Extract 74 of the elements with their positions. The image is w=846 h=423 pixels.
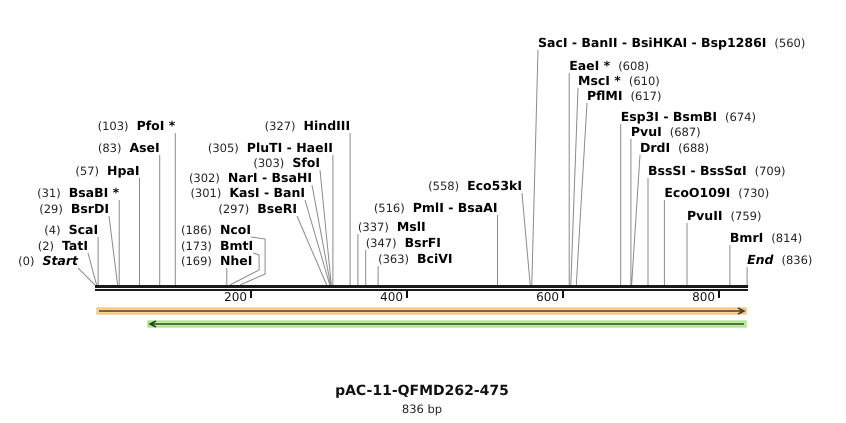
cut-site-label: EaeI * (608) (569, 58, 650, 73)
leader-line (630, 138, 632, 286)
leader-line (304, 200, 330, 286)
cut-site-label: (186) NcoI (181, 222, 252, 237)
leader-line (174, 132, 176, 286)
leader-line (531, 50, 538, 286)
sequence-start-label: (0) Start (18, 253, 78, 268)
leader-line (296, 216, 328, 286)
cut-site-label: (302) NarI - BsaHI (188, 170, 312, 185)
cut-site-label: MscI * (610) (578, 73, 660, 88)
leader-line (320, 170, 332, 286)
leader-line (159, 154, 160, 286)
cut-site-label: BssSI - BssSαI (709) (648, 163, 786, 178)
leader-line (576, 102, 588, 286)
leader-line (664, 200, 665, 286)
cut-site-label: PvuII (759) (687, 208, 762, 223)
leader-line (98, 236, 99, 286)
dna-backbone (95, 285, 748, 291)
cut-site-label: (347) BsrFI (366, 235, 441, 250)
leader-line (631, 154, 640, 286)
cut-site-label: (29) BsrDI (39, 201, 109, 216)
cut-site-label: (303) SfoI (253, 155, 320, 170)
leader-line (746, 266, 748, 286)
cut-site-label: PflMI (617) (587, 88, 662, 103)
tick-label: 400 (380, 290, 403, 304)
leader-line (88, 252, 98, 286)
cut-site-label: (558) Eco53kI (428, 178, 522, 193)
leader-line (570, 88, 578, 286)
cut-site-label: (516) PmlI - BsaAI (374, 200, 498, 215)
leader-line (78, 268, 96, 286)
cut-site-label: EcoO109I (730) (664, 185, 770, 200)
leader-line (620, 124, 622, 286)
cut-site-label: (2) TatI (38, 238, 88, 253)
leader-line (522, 192, 531, 286)
leader-line (229, 252, 260, 286)
cut-site-label: (31) BsaBI * (37, 185, 120, 200)
leader-line (139, 178, 140, 286)
cut-site-label: (305) PluTI - HaeII (208, 140, 333, 155)
cut-site-label: SacI - BanII - BsiHKAI - Bsp1286I (560) (538, 35, 806, 50)
tick-label: 200 (224, 290, 247, 304)
leader-line (729, 244, 730, 286)
leader-line (332, 154, 334, 286)
cut-site-label: (103) PfoI * (98, 118, 176, 133)
leader-line (312, 184, 332, 286)
sequence-length-label: 836 bp (402, 402, 442, 416)
cut-site-label: (83) AseI (98, 140, 160, 155)
cut-site-label: (363) BciVI (378, 251, 453, 266)
cut-site-label: (337) MslI (358, 219, 426, 234)
cut-site-label: (4) ScaI (44, 222, 98, 237)
cut-site-label: (57) HpaI (75, 163, 140, 178)
cut-site-label: (301) KasI - BanI (190, 185, 305, 200)
leader-line (226, 268, 228, 286)
leader-line (357, 234, 358, 286)
cut-site-label: (173) BmtI (181, 238, 254, 253)
tick-label: 600 (536, 290, 559, 304)
cut-site-label: BmrI (814) (730, 230, 802, 245)
cut-site-label: (169) NheI (181, 253, 252, 268)
cut-site-label: Esp3I - BsmBI (674) (620, 109, 756, 124)
leader-line (108, 216, 118, 286)
cut-site-label: (297) BseRI (218, 201, 297, 216)
leader-line (686, 222, 688, 286)
leader-line (240, 236, 266, 286)
leader-line (365, 250, 366, 286)
leader-line (378, 266, 379, 286)
leader-line (118, 200, 120, 286)
leader-line (568, 72, 570, 286)
cut-site-label: PvuI (687) (630, 124, 701, 139)
sequence-end-label: End (836) (747, 252, 812, 267)
cut-site-label: (327) HindIII (264, 118, 350, 133)
tick-label: 800 (692, 290, 715, 304)
leader-line (350, 132, 351, 286)
leader-line (497, 214, 498, 286)
map-title: pAC-11-QFMD262-475 (335, 383, 509, 400)
cut-site-label: DrdI (688) (640, 140, 710, 155)
